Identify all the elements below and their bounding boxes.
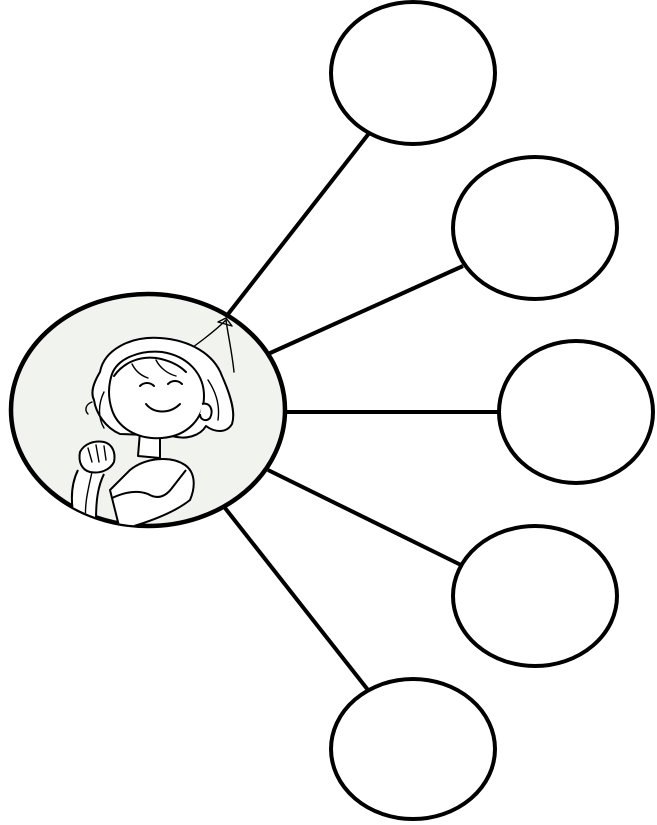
bubble-5-shape[interactable] (331, 679, 495, 819)
center-bubble (11, 294, 285, 530)
bubble-4-shape[interactable] (453, 526, 617, 666)
connector-line-2 (268, 266, 463, 354)
bubble-3[interactable] (499, 341, 653, 483)
bubble-1[interactable] (331, 2, 495, 144)
bubble-1-shape[interactable] (331, 2, 495, 144)
bubble-4[interactable] (453, 526, 617, 666)
bubble-2[interactable] (453, 157, 617, 299)
connector-line-4 (268, 470, 463, 566)
bubble-3-shape[interactable] (499, 341, 653, 483)
bubble-2-shape[interactable] (453, 157, 617, 299)
bubble-5[interactable] (331, 679, 495, 819)
connector-line-1 (225, 132, 370, 318)
connector-line-5 (225, 508, 368, 690)
